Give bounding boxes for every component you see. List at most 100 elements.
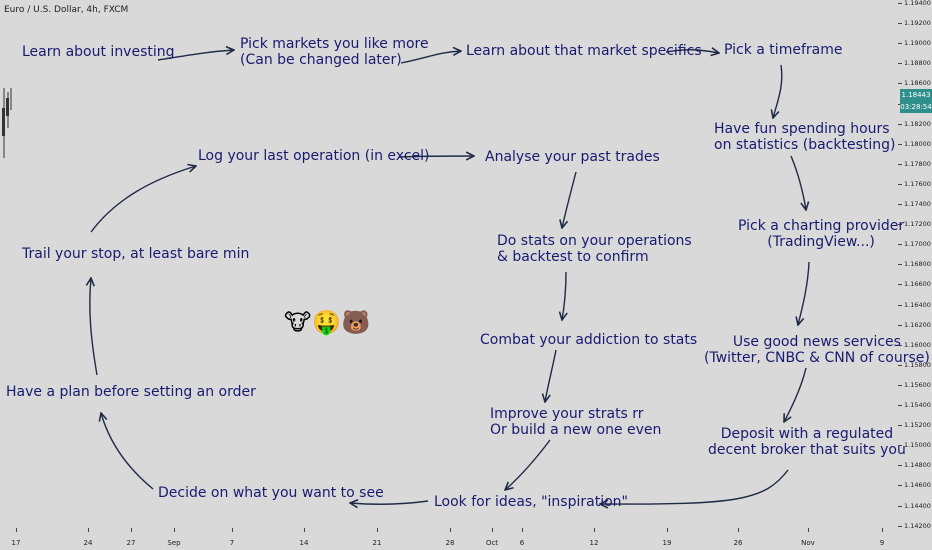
time-tick-label: 26: [733, 539, 743, 547]
price-tick-mark: [898, 83, 902, 85]
step-look-ideas: Look for ideas, "inspiration": [434, 494, 628, 510]
time-tick-label: 14: [299, 539, 309, 547]
price-tick-label: 1.15200: [904, 421, 931, 430]
step-statistics-line1: Have fun spending hours: [714, 121, 890, 137]
time-tick-label: 7: [229, 539, 235, 547]
step-pick-markets-line2: (Can be changed later): [240, 52, 402, 68]
price-tick-label: 1.15000: [904, 441, 931, 450]
price-tick-label: 1.14600: [904, 481, 931, 490]
step-pick-markets-line1: Pick markets you like more: [240, 36, 429, 52]
time-tick-label: 12: [589, 539, 599, 547]
time-tick-mark: [377, 528, 378, 532]
price-tick-mark: [898, 204, 902, 205]
arrow-combat-to-improve: [545, 349, 557, 402]
step-learn-market: Learn about that market specifics: [466, 43, 702, 59]
price-tick-mark: [898, 3, 902, 4]
step-pick-markets: Pick markets you like more (Can be chang…: [240, 36, 429, 68]
price-tick-mark: [898, 123, 902, 125]
price-tick-mark: [898, 384, 902, 386]
step-combat: Combat your addiction to stats: [480, 332, 698, 348]
price-tick-mark: [898, 43, 902, 45]
step-deposit-line2: decent broker that suits you: [708, 442, 906, 458]
step-pick-timeframe: Pick a timeframe: [724, 42, 843, 58]
price-tick-mark: [898, 465, 902, 467]
price-tick-label: 1.16200: [904, 320, 931, 329]
time-tick-mark: [232, 528, 233, 532]
step-log: Log your last operation (in excel): [198, 148, 430, 164]
time-tick-label: 6: [519, 539, 525, 547]
price-tick-mark: [898, 63, 902, 65]
chart-title: Euro / U.S. Dollar, 4h, FXCM: [4, 5, 129, 15]
emoji-bull-money-bear-icon: 🐮🤑🐻: [284, 310, 372, 336]
arrow-investing-to-markets: [157, 50, 234, 61]
price-tick-mark: [898, 405, 902, 406]
price-tick-mark: [898, 284, 902, 286]
arrow-statistics-to-charting: [790, 155, 806, 210]
step-improve-line1: Improve your strats rr: [490, 406, 644, 422]
price-tick-mark: [898, 244, 902, 246]
step-deposit: Deposit with a regulated decent broker t…: [708, 426, 906, 458]
price-tick-mark: [898, 143, 902, 145]
step-statistics: Have fun spending hours on statistics (b…: [714, 121, 895, 153]
current-price-badge: 1.18443: [900, 89, 932, 101]
time-tick-mark: [88, 528, 89, 532]
arrow-markets-to-specifics: [400, 51, 461, 64]
price-tick-mark: [898, 425, 902, 427]
price-tick-label: 1.16800: [904, 260, 931, 269]
price-tick-label: 1.18800: [904, 59, 931, 68]
price-axis[interactable]: 1.194001.192001.190001.188001.186001.184…: [898, 0, 932, 530]
step-deposit-line1: Deposit with a regulated: [720, 426, 894, 442]
step-do-stats-line1: Do stats on your operations: [497, 233, 692, 249]
arrow-stats-to-combat: [562, 271, 566, 320]
time-tick-label: Sep: [167, 539, 181, 547]
step-news-line2: (Twitter, CNBC & CNN of course): [704, 350, 930, 366]
price-candles: [2, 88, 12, 158]
arrow-timeframe-to-statistics: [773, 64, 783, 118]
step-learn-investing: Learn about investing: [22, 44, 175, 60]
step-statistics-line2: on statistics (backtesting): [714, 137, 896, 153]
price-tick-mark: [898, 324, 902, 326]
price-tick-label: 1.18200: [904, 119, 931, 128]
price-tick-label: 1.18600: [904, 79, 931, 88]
step-news: Use good news services (Twitter, CNBC & …: [704, 334, 930, 366]
time-tick-label: 9: [879, 539, 885, 547]
price-tick-mark: [898, 163, 902, 165]
time-tick-mark: [667, 528, 668, 532]
arrow-decide-to-plan: [101, 413, 154, 490]
arrow-specifics-to-timeframe: [665, 50, 719, 53]
step-do-stats: Do stats on your operations & backtest t…: [497, 233, 692, 265]
time-tick-mark: [594, 528, 595, 532]
price-tick-label: 1.15800: [904, 360, 931, 369]
step-improve: Improve your strats rr Or build a new on…: [490, 406, 661, 438]
price-tick-label: 1.14800: [904, 461, 931, 470]
time-tick-mark: [16, 528, 17, 532]
step-improve-line2: Or build a new one even: [490, 422, 662, 438]
time-tick-label: 27: [126, 539, 136, 547]
arrow-analyse-to-stats: [562, 171, 577, 228]
price-tick-label: 1.19200: [904, 19, 931, 28]
price-tick-label: 1.17200: [904, 220, 931, 229]
time-tick-mark: [808, 528, 809, 532]
time-tick-mark: [131, 528, 132, 532]
price-tick-label: 1.14200: [904, 521, 931, 530]
time-tick-mark: [882, 528, 883, 532]
price-tick-label: 1.14400: [904, 501, 931, 510]
price-tick-label: 1.19400: [904, 0, 931, 7]
price-tick-label: 1.17800: [904, 159, 931, 168]
arrow-deposit-to-ideas: [600, 469, 789, 504]
price-tick-label: 1.16600: [904, 280, 931, 289]
price-tick-mark: [898, 485, 902, 487]
step-analyse: Analyse your past trades: [485, 149, 660, 165]
price-tick-mark: [898, 304, 902, 306]
price-tick-mark: [898, 344, 902, 346]
price-tick-label: 1.16000: [904, 340, 931, 349]
price-tick-label: 1.16400: [904, 300, 931, 309]
time-tick-label: 17: [11, 539, 21, 547]
step-charting-line2: (TradingView...): [767, 234, 875, 250]
step-news-line1: Use good news services: [732, 334, 901, 350]
time-tick-mark: [522, 528, 523, 532]
time-tick-mark: [738, 528, 739, 532]
time-tick-label: 28: [445, 539, 455, 547]
time-tick-label: 19: [662, 539, 672, 547]
